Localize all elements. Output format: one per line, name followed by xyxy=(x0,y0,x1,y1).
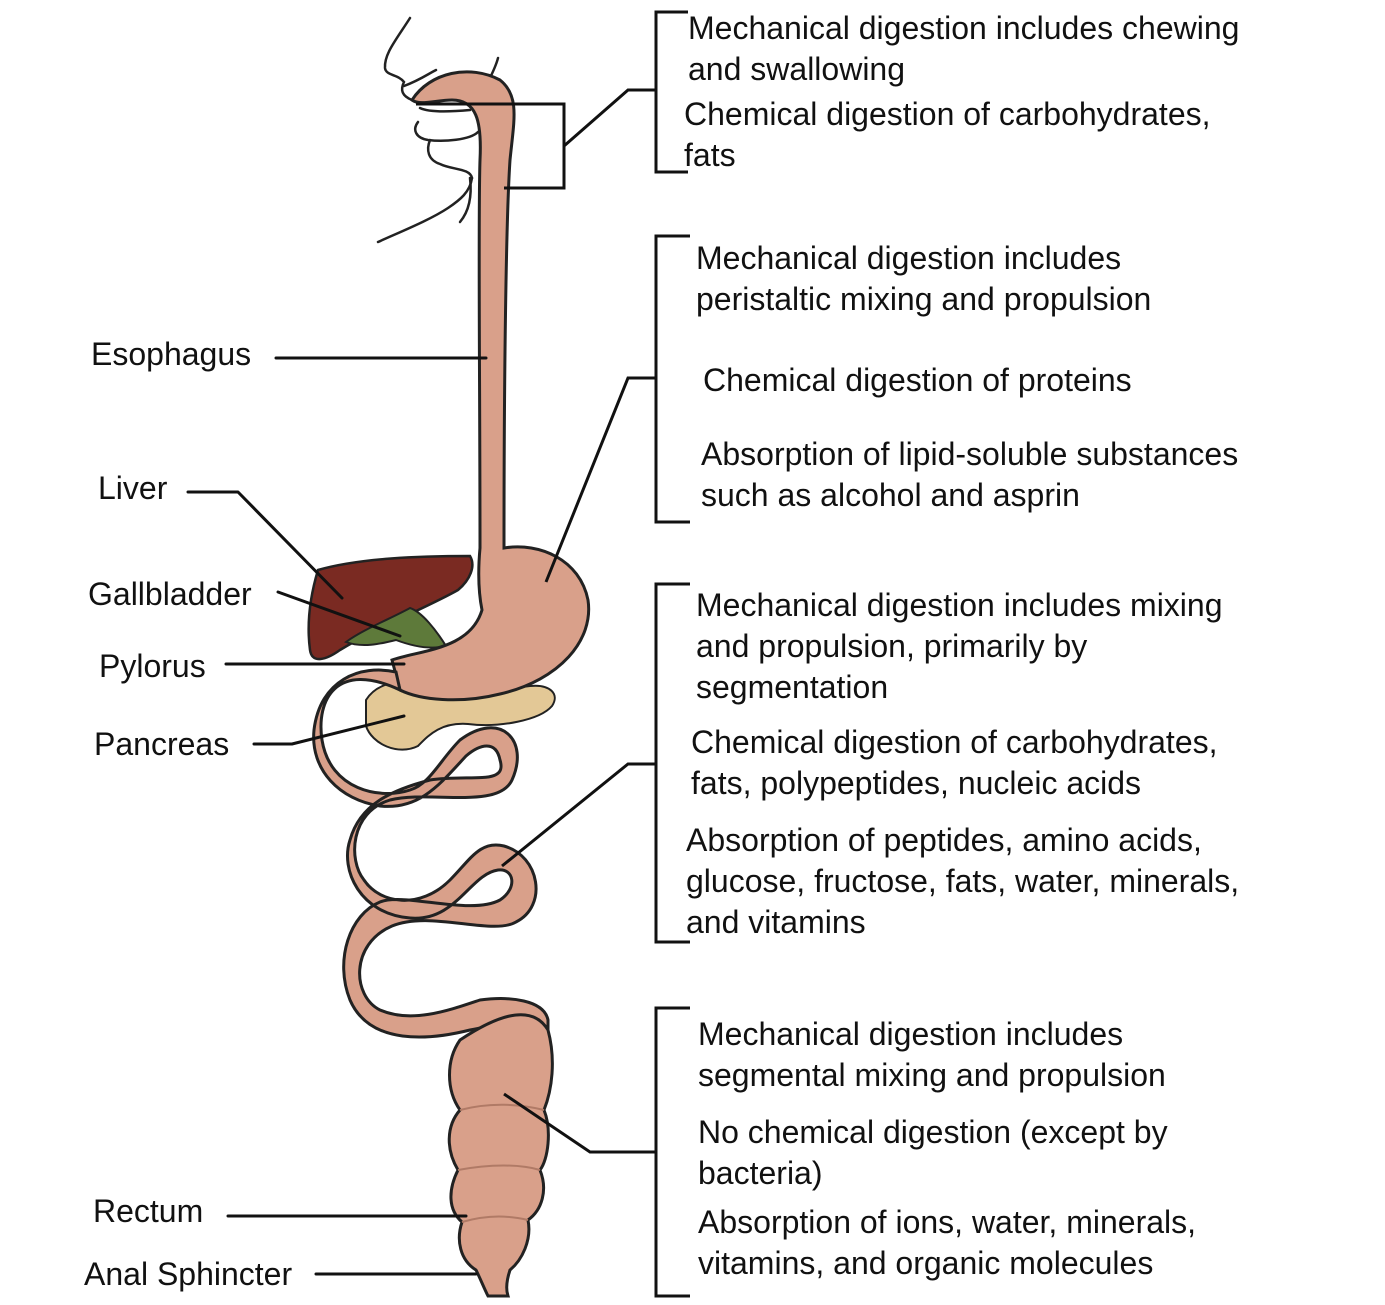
si-mechanical-line-3: segmentation xyxy=(696,669,889,705)
large-intestine-shape xyxy=(447,1013,554,1298)
label-rectum: Rectum xyxy=(93,1193,204,1229)
si-mechanical-line-1: Mechanical digestion includes mixing xyxy=(696,587,1223,623)
label-anal-sphincter: Anal Sphincter xyxy=(84,1256,293,1292)
stomach-chemical-line-1: Chemical digestion of proteins xyxy=(703,362,1132,398)
label-liver: Liver xyxy=(98,470,168,506)
stomach-bracket xyxy=(544,234,690,583)
leader-lines xyxy=(186,356,488,1276)
si-absorption-line-2: glucose, fructose, fats, water, minerals… xyxy=(686,863,1240,899)
li-chemical-line-2: bacteria) xyxy=(698,1155,823,1191)
esophagus-shape xyxy=(390,70,591,702)
label-esophagus: Esophagus xyxy=(91,336,252,372)
si-absorption-line-1: Absorption of peptides, amino acids, xyxy=(686,822,1202,858)
stomach-mechanical-line-2: peristaltic mixing and propulsion xyxy=(696,281,1152,317)
haustra-lines xyxy=(457,1103,545,1223)
small-intestine-bracket xyxy=(501,582,690,944)
li-absorption-line-2: vitamins, and organic molecules xyxy=(698,1245,1154,1281)
label-pancreas: Pancreas xyxy=(94,726,230,762)
leader-liver xyxy=(186,490,344,600)
mouth-mechanical-line-2: and swallowing xyxy=(688,51,906,87)
leader-pancreas xyxy=(252,714,406,746)
si-chemical-line-2: fats, polypeptides, nucleic acids xyxy=(691,765,1142,801)
small-intestine-shape xyxy=(312,668,550,1043)
leader-gallbladder xyxy=(276,590,402,638)
mouth-bracket xyxy=(416,10,688,190)
si-chemical-line-1: Chemical digestion of carbohydrates, xyxy=(691,724,1218,760)
stomach-absorption-line-2: such as alcohol and asprin xyxy=(701,477,1080,513)
li-mechanical-line-1: Mechanical digestion includes xyxy=(698,1016,1124,1052)
label-pylorus: Pylorus xyxy=(99,648,206,684)
li-mechanical-line-2: segmental mixing and propulsion xyxy=(698,1057,1166,1093)
mouth-chemical-line-1: Chemical digestion of carbohydrates, xyxy=(684,96,1211,132)
mouth-chemical-line-2: fats xyxy=(684,137,736,173)
li-chemical-line-1: No chemical digestion (except by xyxy=(698,1114,1168,1150)
face-profile xyxy=(376,16,500,244)
large-intestine-bracket xyxy=(503,1006,690,1298)
mouth-mechanical-line-1: Mechanical digestion includes chewing xyxy=(688,10,1240,46)
li-absorption-line-1: Absorption of ions, water, minerals, xyxy=(698,1204,1197,1240)
si-mechanical-line-2: and propulsion, primarily by xyxy=(696,628,1088,664)
si-absorption-line-3: and vitamins xyxy=(686,904,866,940)
liver-shape xyxy=(307,554,474,661)
label-gallbladder: Gallbladder xyxy=(88,576,252,612)
stomach-absorption-line-1: Absorption of lipid-soluble substances xyxy=(701,436,1239,472)
stomach-mechanical-line-1: Mechanical digestion includes xyxy=(696,240,1122,276)
